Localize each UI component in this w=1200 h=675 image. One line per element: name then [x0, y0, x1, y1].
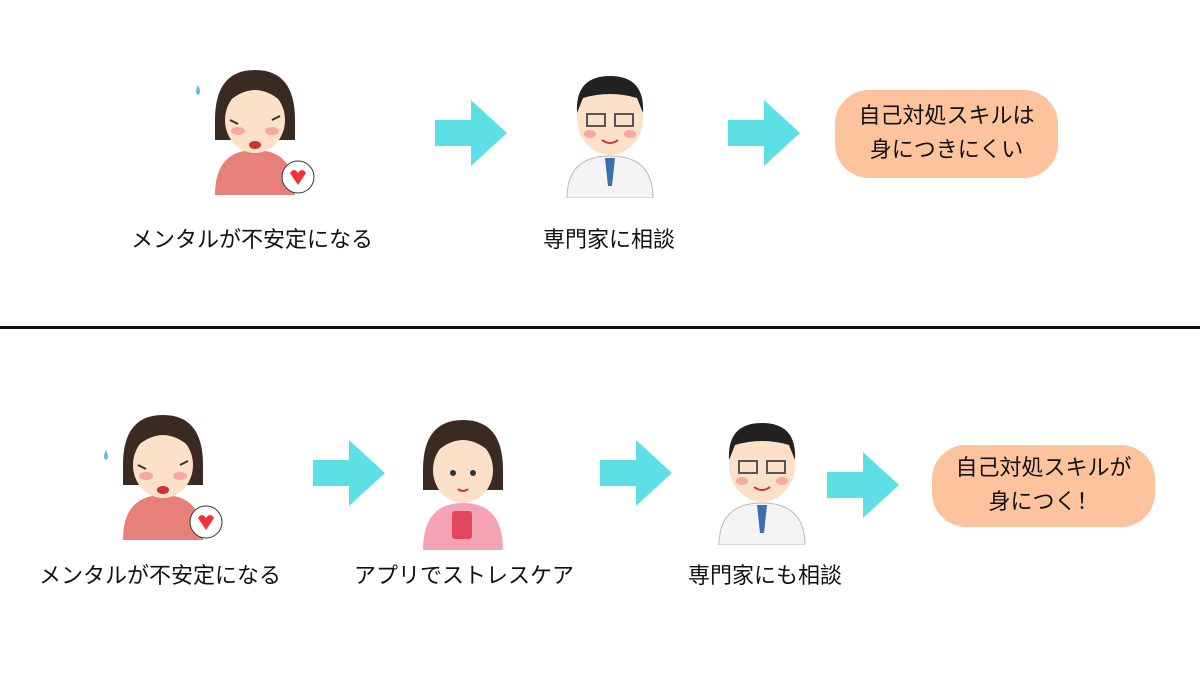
- arrow-right-icon: [827, 452, 899, 518]
- woman-with-phone-icon: [423, 420, 503, 550]
- arrow-right-icon: [728, 100, 800, 166]
- result-line: 身につきにくい: [869, 138, 1024, 163]
- doctor-icon: [718, 422, 806, 545]
- result-line: 自己対処スキルが: [955, 456, 1132, 481]
- result-line: 身につく！: [988, 490, 1099, 515]
- distressed-woman-icon: [196, 70, 315, 195]
- result-line: 自己対処スキルは: [858, 104, 1035, 129]
- arrow-right-icon: [313, 440, 385, 506]
- step-label: 専門家に相談: [542, 228, 676, 253]
- step-label: メンタルが不安定になる: [38, 564, 282, 589]
- result-bubble: 自己対処スキルは 身につきにくい: [835, 90, 1058, 178]
- distressed-woman-icon: [104, 415, 223, 540]
- step-label: 専門家にも相談: [687, 564, 843, 589]
- step-label: アプリでストレスケア: [353, 564, 575, 589]
- doctor-icon: [566, 75, 654, 198]
- step-label: メンタルが不安定になる: [130, 228, 374, 253]
- arrow-right-icon: [600, 440, 672, 506]
- arrow-right-icon: [435, 100, 507, 166]
- result-bubble: 自己対処スキルが 身につく！: [932, 445, 1155, 527]
- section-divider: [0, 326, 1200, 329]
